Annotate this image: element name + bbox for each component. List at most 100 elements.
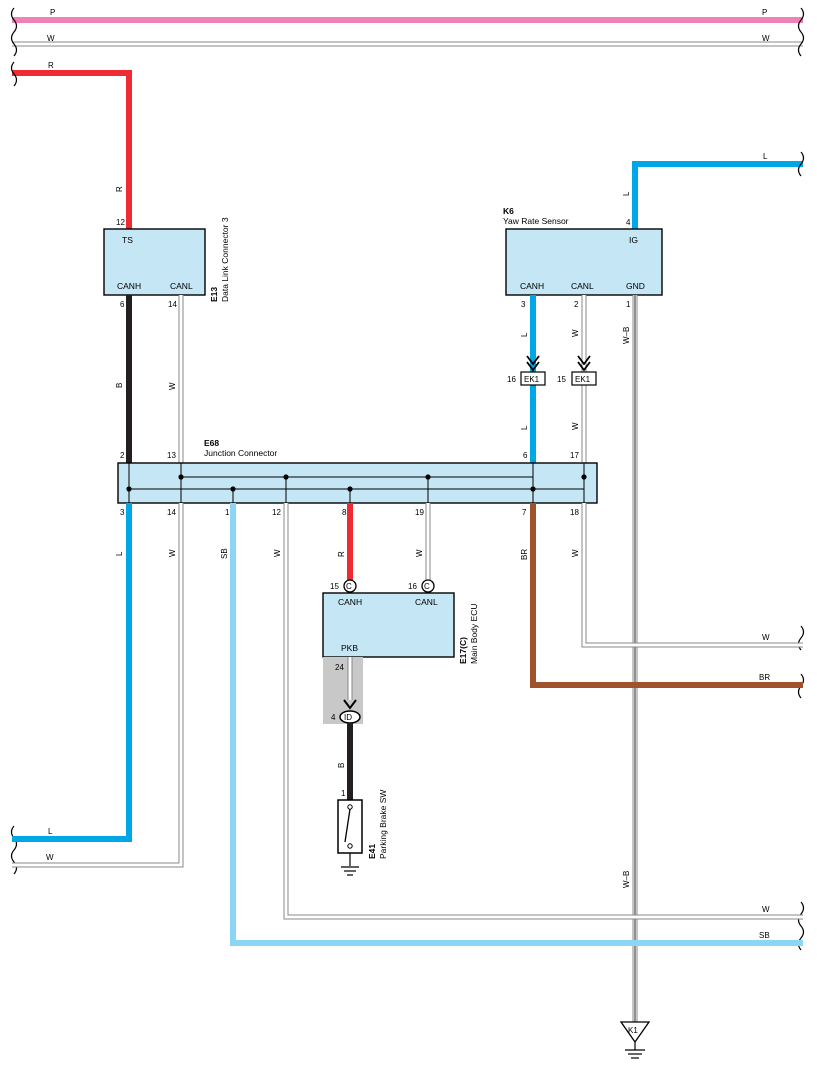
k6-yaw-rate-sensor: IG CANH CANL GND <box>505 228 663 296</box>
wire-label-w-e13: W <box>168 382 177 390</box>
e17-pin-pkb: 24 <box>335 663 344 672</box>
wire-w-e68-12 <box>283 503 803 920</box>
k6-gnd-label: GND <box>626 281 645 291</box>
wire-label-w-e68-12: W <box>273 549 282 557</box>
e68-pin-14: 14 <box>167 508 176 517</box>
e13-pin-ts: 12 <box>116 218 125 227</box>
wire-label-p-right: P <box>762 8 767 17</box>
id-label: ID <box>344 713 352 722</box>
e13-ts-label: TS <box>122 235 133 245</box>
wire-l-e68-3 <box>12 503 132 842</box>
wire-label-w-ek1-lower: W <box>571 422 580 430</box>
e13-code: E13 <box>209 287 219 302</box>
wire-label-l-k6-canh: L <box>520 332 529 337</box>
e13-canl-label: CANL <box>170 281 193 291</box>
k1-label: K1 <box>628 1026 638 1035</box>
wire-label-b-pkb: B <box>337 763 346 768</box>
wire-label-w-k6-canl: W <box>571 329 580 337</box>
e13-canh-label: CANH <box>117 281 141 291</box>
k6-canh-label: CANH <box>520 281 544 291</box>
id-pin: 4 <box>331 713 336 722</box>
e68-pin-7: 7 <box>522 508 527 517</box>
e68-junction-connector <box>117 462 598 504</box>
wire-label-r-vertical: R <box>115 186 124 192</box>
e17-pkb-label: PKB <box>341 643 358 653</box>
e41-code: E41 <box>367 844 377 859</box>
e41-name: Parking Brake SW <box>378 790 388 859</box>
k6-pin-canl: 2 <box>574 300 579 309</box>
e17-main-body-ecu: CANH CANL PKB <box>322 592 455 658</box>
wire-sb-e68-1 <box>230 503 803 946</box>
wire-label-w-left: W <box>46 853 54 862</box>
wire-label-l-ek1-lower: L <box>520 425 529 430</box>
e68-pin-19: 19 <box>415 508 424 517</box>
k6-pin-canh: 3 <box>521 300 526 309</box>
wire-label-br-right: BR <box>759 673 770 682</box>
k6-pin-ig: 4 <box>626 218 631 227</box>
e17-canl-label: CANL <box>415 597 438 607</box>
e17-pin-canh: 15 <box>330 582 339 591</box>
e17-pin-canl: 16 <box>408 582 417 591</box>
wire-w-e68-18 <box>581 503 803 648</box>
e68-pin-17: 17 <box>570 451 579 460</box>
wire-r-to-e13 <box>12 70 132 229</box>
wire-label-w-e68-18: W <box>571 549 580 557</box>
e68-pin-18: 18 <box>570 508 579 517</box>
wire-label-w-e68-14: W <box>168 549 177 557</box>
e68-pin-3: 3 <box>120 508 125 517</box>
wire-l-to-k6-ig <box>632 161 803 229</box>
e17-code: E17(C) <box>458 637 468 664</box>
e68-pin-12: 12 <box>272 508 281 517</box>
wire-label-wb-upper: W–B <box>622 327 631 344</box>
wire-label-wb-lower: W–B <box>622 871 631 888</box>
k6-code: K6 <box>503 206 514 216</box>
wire-label-sb-e68: SB <box>220 548 229 559</box>
k6-canl-label: CANL <box>571 281 594 291</box>
ground-symbol-k1 <box>625 1049 645 1059</box>
wire-label-w-right-low: W <box>762 905 770 914</box>
wire-label-l-k6-ig: L <box>622 191 631 196</box>
ek1-connector-canl: EK1 <box>571 355 597 386</box>
wire-label-w-e68-19: W <box>415 549 424 557</box>
e17-canh-label: CANH <box>338 597 362 607</box>
wire-label-br-e68: BR <box>520 549 529 560</box>
e68-pin-1: 1 <box>225 508 230 517</box>
ek1-connector-canh: EK1 <box>520 355 546 386</box>
wire-label-l-left: L <box>48 827 53 836</box>
break-marks-right <box>797 7 805 951</box>
e68-pin-6: 6 <box>523 451 528 460</box>
e13-pin-canh: 6 <box>120 300 125 309</box>
e17-conn-canl-label: C <box>424 582 430 591</box>
wire-label-w-top-right: W <box>762 34 770 43</box>
id-connector: ID <box>339 699 361 724</box>
e17-connector-canh: C <box>343 579 357 593</box>
e68-pin-8: 8 <box>342 508 347 517</box>
ek1-label-b: EK1 <box>575 375 591 384</box>
wire-label-l-right-top: L <box>763 152 768 161</box>
ek1-pin-b: 15 <box>557 375 566 384</box>
e13-data-link-connector: TS CANH CANL <box>103 228 206 296</box>
e13-name: Data Link Connector 3 <box>220 217 230 302</box>
k6-ig-label: IG <box>629 235 638 245</box>
e68-pin-13: 13 <box>167 451 176 460</box>
wire-label-r-top: R <box>48 61 54 70</box>
e17-connector-canl: C <box>421 579 435 593</box>
wire-label-w-right-mid: W <box>762 633 770 642</box>
e68-pin-2: 2 <box>120 451 125 460</box>
e41-pin: 1 <box>341 789 346 798</box>
e17-conn-canh-label: C <box>346 582 352 591</box>
k6-name: Yaw Rate Sensor <box>503 216 569 226</box>
ek1-label-a: EK1 <box>524 375 540 384</box>
wire-label-sb-right: SB <box>759 931 770 940</box>
wire-label-p-left: P <box>50 8 55 17</box>
e68-code: E68 <box>204 438 219 448</box>
k6-pin-gnd: 1 <box>626 300 631 309</box>
e13-pin-canl: 14 <box>168 300 177 309</box>
e17-name: Main Body ECU <box>469 604 479 664</box>
break-marks-left <box>10 7 18 875</box>
wire-br-e68-7 <box>530 503 803 688</box>
ek1-pin-a: 16 <box>507 375 516 384</box>
k1-ground-point: K1 <box>619 1021 651 1050</box>
wire-label-l-e68: L <box>115 551 124 556</box>
